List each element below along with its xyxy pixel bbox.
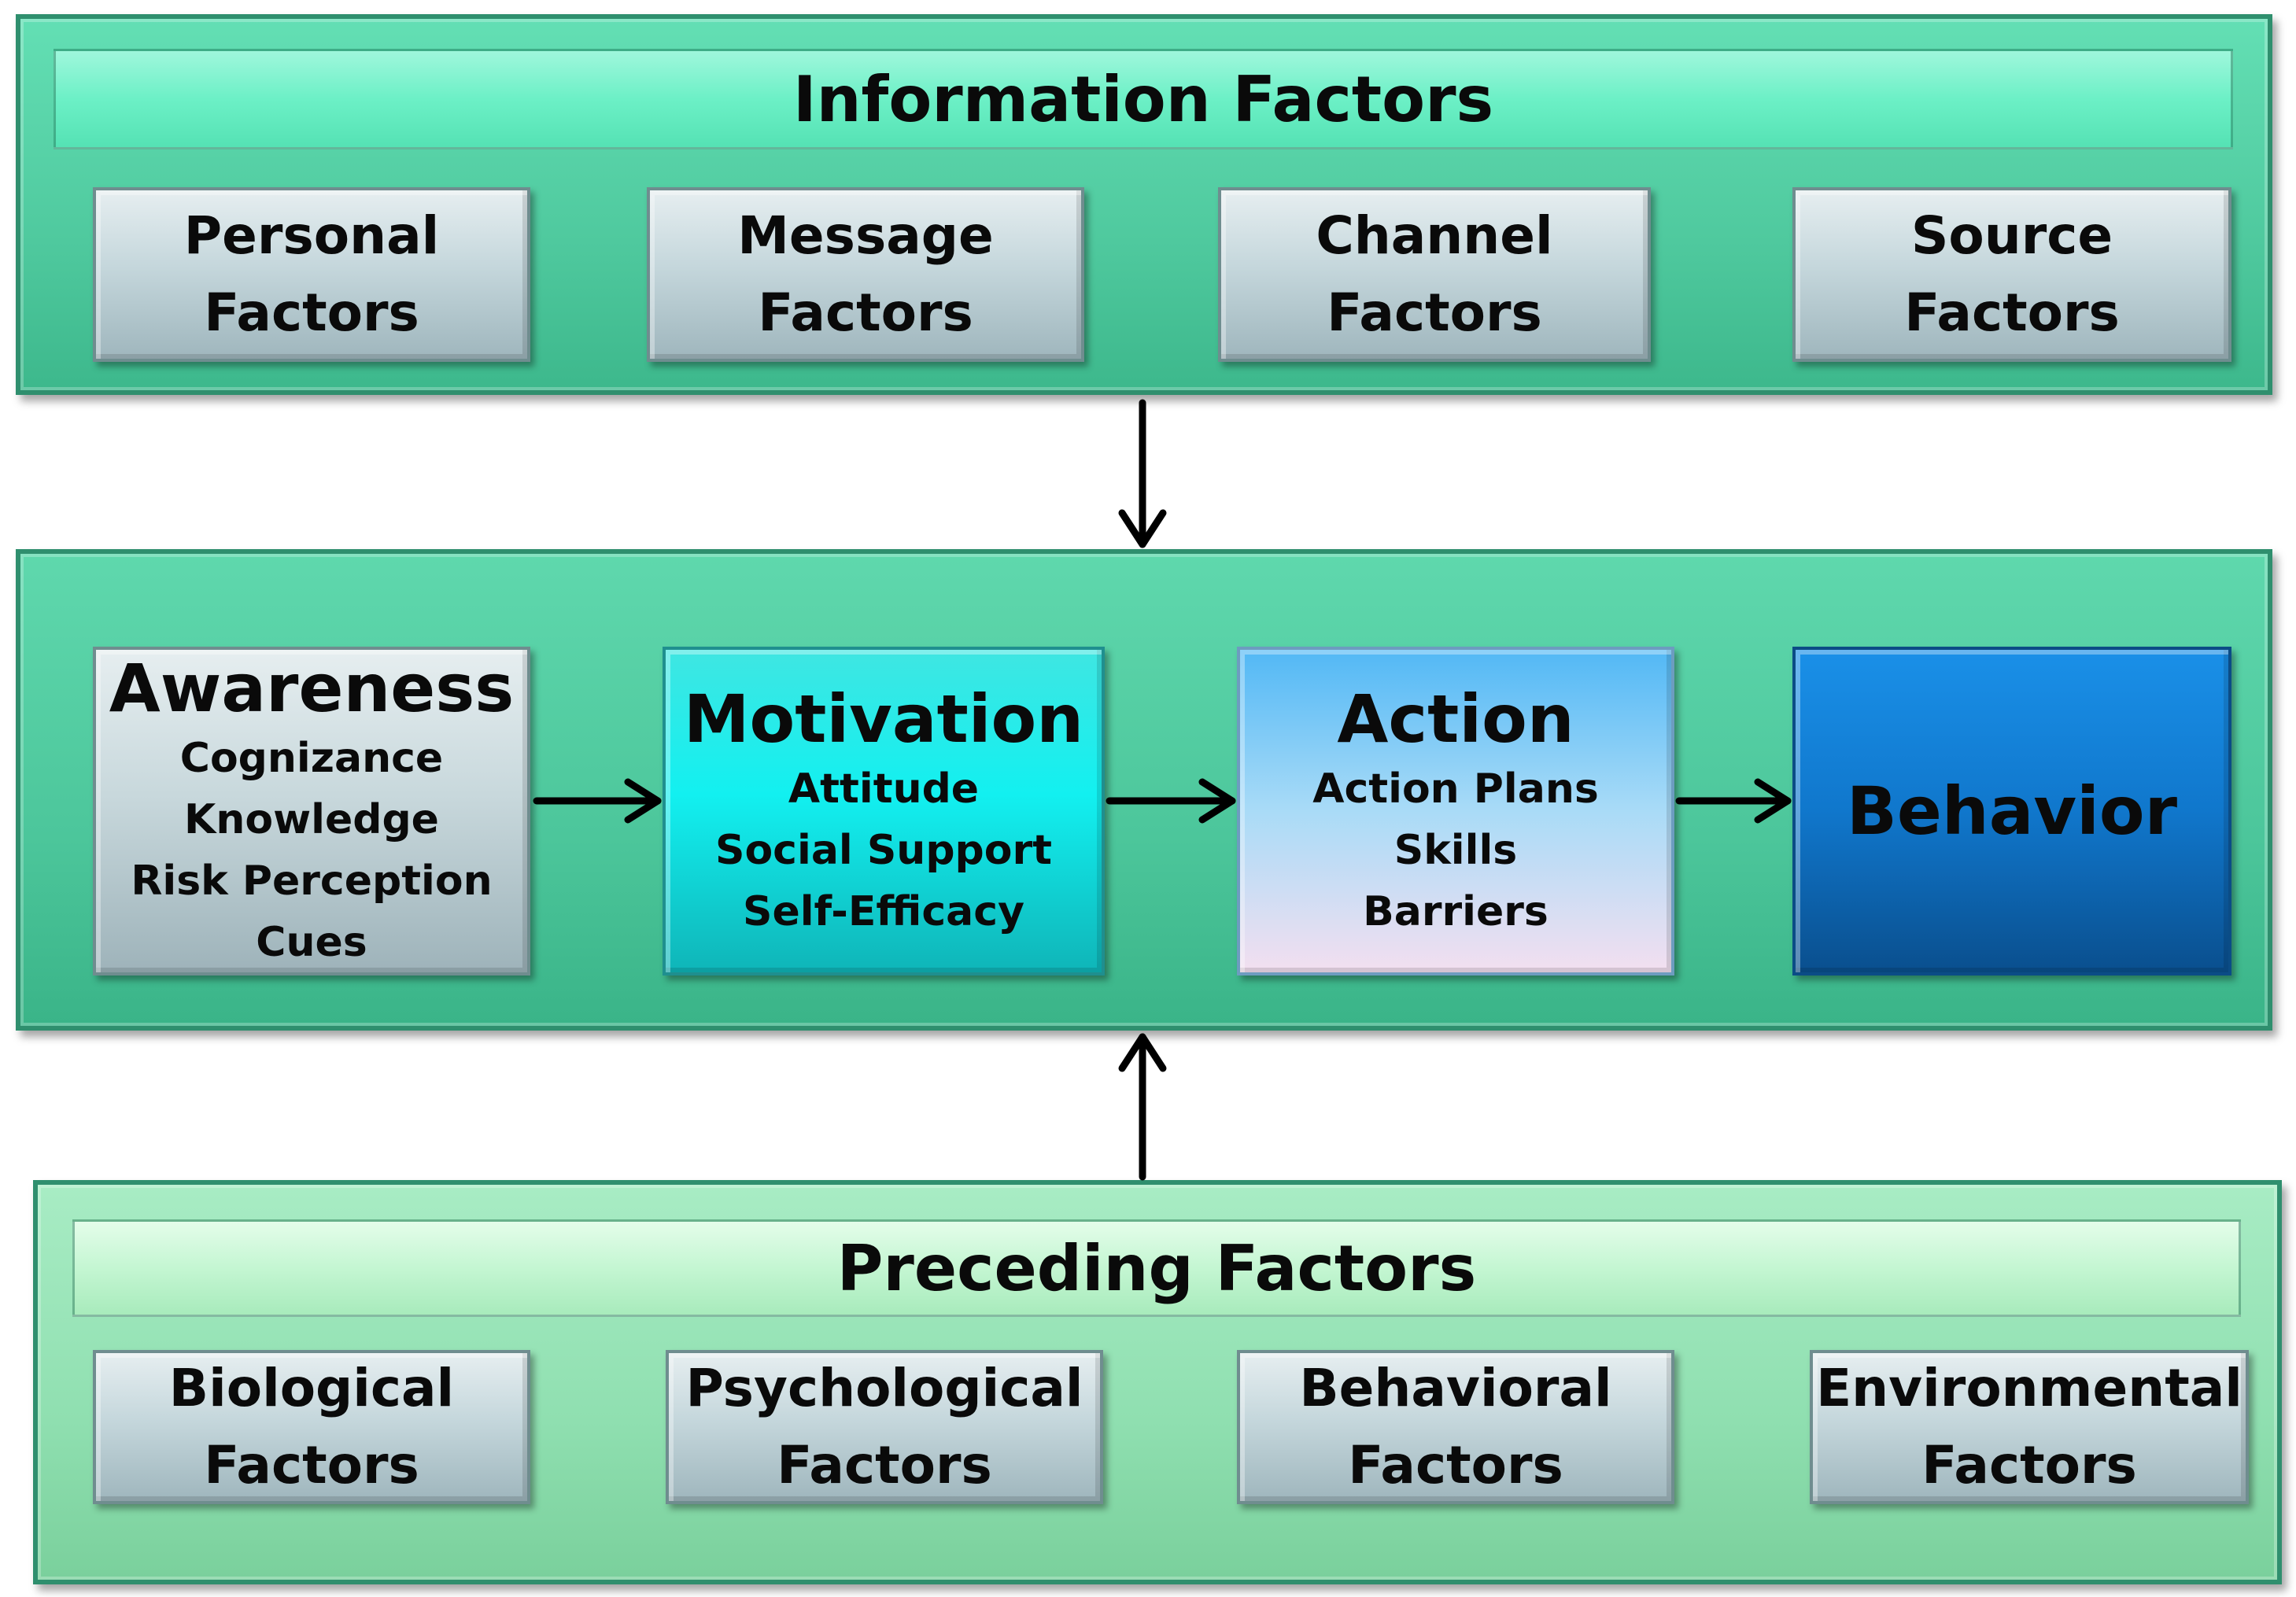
information-factors-header: Information Factors	[54, 49, 2233, 149]
factor-label: Factors	[1327, 282, 1542, 343]
factor-label: Behavioral	[1299, 1358, 1612, 1418]
factor-label: Environmental	[1816, 1358, 2242, 1418]
factor-label: Message	[737, 205, 994, 266]
environmental-factors-box: Environmental Factors	[1810, 1350, 2249, 1504]
behavior-title: Behavior	[1846, 773, 2178, 850]
behavioral-factors-box: Behavioral Factors	[1237, 1350, 1674, 1504]
arrow-down-icon	[1118, 399, 1167, 548]
motivation-item: Attitude	[788, 765, 980, 813]
behavior-box: Behavior	[1792, 647, 2231, 976]
factor-label: Personal	[183, 205, 440, 266]
factor-label: Channel	[1316, 205, 1553, 266]
awareness-title: Awareness	[109, 650, 515, 727]
motivation-title: Motivation	[683, 680, 1084, 758]
awareness-item: Cognizance	[179, 735, 444, 782]
biological-factors-box: Biological Factors	[93, 1350, 530, 1504]
action-box: Action Action Plans Skills Barriers	[1237, 647, 1674, 976]
channel-factors-box: Channel Factors	[1218, 187, 1651, 362]
action-title: Action	[1337, 680, 1574, 758]
factor-label: Factors	[204, 282, 419, 343]
arrow-right-icon	[533, 778, 662, 824]
awareness-box: Awareness Cognizance Knowledge Risk Perc…	[93, 647, 530, 976]
factor-label: Factors	[777, 1435, 992, 1496]
motivation-item: Self-Efficacy	[743, 888, 1024, 935]
awareness-item: Risk Perception	[131, 858, 493, 905]
awareness-item: Cues	[256, 919, 367, 966]
arrow-up-icon	[1118, 1033, 1167, 1181]
factor-label: Biological	[168, 1358, 455, 1418]
factor-label: Factors	[1904, 282, 2120, 343]
action-item: Action Plans	[1312, 765, 1599, 813]
arrow-right-icon	[1106, 778, 1236, 824]
psychological-factors-box: Psychological Factors	[666, 1350, 1103, 1504]
factor-label: Psychological	[685, 1358, 1083, 1418]
motivation-item: Social Support	[715, 827, 1052, 874]
factor-label: Source	[1910, 205, 2113, 266]
awareness-item: Knowledge	[184, 796, 439, 843]
factor-label: Factors	[1921, 1435, 2137, 1496]
message-factors-box: Message Factors	[647, 187, 1084, 362]
factor-label: Factors	[758, 282, 973, 343]
personal-factors-box: Personal Factors	[93, 187, 530, 362]
factor-label: Factors	[204, 1435, 419, 1496]
action-item: Skills	[1393, 827, 1518, 874]
source-factors-box: Source Factors	[1792, 187, 2231, 362]
arrow-right-icon	[1675, 778, 1792, 824]
factor-label: Factors	[1348, 1435, 1563, 1496]
action-item: Barriers	[1363, 888, 1549, 935]
motivation-box: Motivation Attitude Social Support Self-…	[663, 647, 1105, 976]
preceding-factors-header: Preceding Factors	[72, 1219, 2241, 1317]
